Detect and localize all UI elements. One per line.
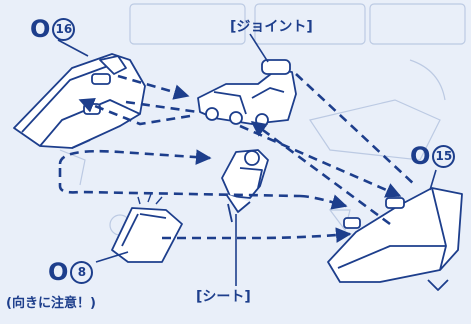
leader-lines xyxy=(57,33,437,286)
part-16-wing xyxy=(13,53,146,149)
part-8-panel xyxy=(111,193,183,263)
joint-label: [ジョイント] xyxy=(230,19,313,35)
seat-label: [シート] xyxy=(196,289,251,305)
part-15-letter: O xyxy=(410,142,431,170)
part-15-label: O 15 xyxy=(410,142,456,170)
part-8-label: O 8 xyxy=(48,258,94,286)
part-8-letter: O xyxy=(48,258,69,286)
caution-note: (向きに注意！) xyxy=(6,296,96,311)
part-16-letter: O xyxy=(30,15,51,43)
part-15-wing xyxy=(327,187,463,291)
part-15-number: 15 xyxy=(432,144,456,168)
assembly-dashed-lines xyxy=(58,73,417,243)
joint-part xyxy=(197,59,297,127)
part-16-number: 16 xyxy=(52,17,76,41)
seat-part xyxy=(221,149,269,223)
part-16-label: O 16 xyxy=(30,15,76,43)
part-8-number: 8 xyxy=(70,260,94,284)
